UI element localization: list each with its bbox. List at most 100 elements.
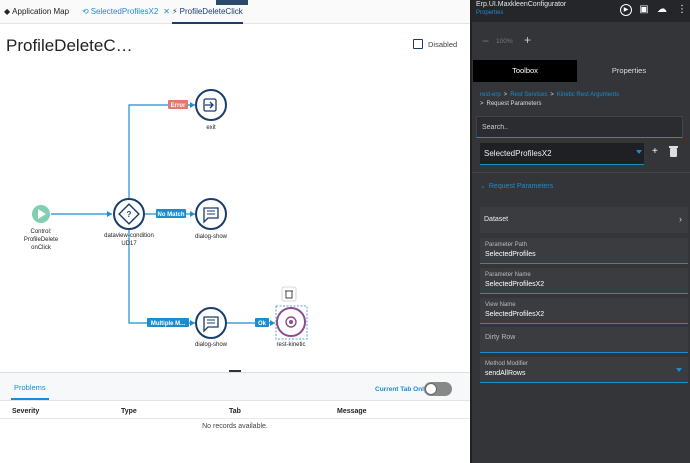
panel-resize-handle[interactable] [229, 370, 241, 372]
search-input[interactable] [476, 116, 683, 138]
app-title: Erp.UI.MaxkleenConfigurator [476, 1, 567, 8]
field-value: SelectedProfilesX2 [485, 311, 545, 318]
svg-text:ProfileDelete: ProfileDelete [24, 237, 59, 243]
preview-icon[interactable]: ▶ [620, 4, 632, 16]
breadcrumb-item[interactable]: rest-erp [480, 92, 501, 98]
arrow-head [190, 211, 195, 217]
edge-error [128, 104, 195, 200]
current-tab-only-label: Current Tab Only [375, 386, 428, 393]
toggle-knob [425, 383, 437, 395]
svg-text:?: ? [127, 210, 132, 219]
method-modifier-select[interactable]: Method Modifier sendAllRows [480, 357, 688, 383]
svg-text:exit: exit [206, 125, 216, 131]
tab-selected-profiles[interactable]: ⟲SelectedProfilesX2 ✕ [82, 7, 170, 24]
dialog-node[interactable]: dialog-show [195, 307, 228, 348]
column-type[interactable]: Type [121, 408, 137, 415]
section-header-request-parameters[interactable]: ⌄Request Parameters [480, 182, 553, 190]
close-icon[interactable]: ✕ [163, 7, 170, 16]
link-icon: ⟲ [82, 7, 89, 16]
breadcrumb: rest-erp>Rest Services>Kinetic Rest Argu… [480, 92, 620, 107]
svg-text:Multiple M...: Multiple M... [151, 321, 186, 327]
current-tab-only-toggle[interactable] [424, 382, 452, 396]
parameter-name-field[interactable]: Parameter Name SelectedProfilesX2 [480, 268, 688, 294]
field-label: Parameter Name [485, 272, 531, 278]
disabled-checkbox[interactable] [413, 39, 423, 49]
play-icon [38, 209, 46, 219]
section-title: Request Parameters [488, 183, 554, 190]
field-label: Parameter Path [485, 242, 528, 248]
breadcrumb-item[interactable]: Rest Services [510, 92, 548, 98]
svg-text:Ok: Ok [258, 321, 267, 327]
svg-text:No Match: No Match [158, 212, 185, 218]
feedback-tab[interactable] [216, 0, 248, 5]
breadcrumb-current: Request Parameters [486, 101, 542, 107]
rest-kinetic-node[interactable]: rest-kinetic [275, 286, 308, 348]
tab-label: ProfileDeleteClick [179, 7, 243, 16]
edge-label-multiple[interactable]: Multiple M... [147, 318, 189, 327]
view-select-value: SelectedProfilesX2 [484, 149, 552, 158]
field-label: View Name [485, 302, 516, 308]
tab-profile-delete-click[interactable]: ⚡ProfileDeleteClick [172, 7, 243, 24]
flow-canvas[interactable]: ProfileDeleteC… Disabled [0, 25, 470, 371]
event-icon: ⚡ [172, 7, 178, 16]
tab-label: SelectedProfilesX2 [90, 7, 159, 16]
designer-pane: ◆Application Map ⟲SelectedProfilesX2✕ ⚡P… [0, 0, 470, 430]
svg-text:dialog-show: dialog-show [195, 234, 228, 240]
properties-pane: Erp.UI.MaxkleenConfigurator Properties ▶… [470, 0, 690, 463]
svg-text:dataview-condition: dataview-condition [104, 233, 154, 239]
field-value: SelectedProfilesX2 [485, 281, 545, 288]
tab-toolbox[interactable]: Toolbox [473, 60, 577, 82]
view-name-field[interactable]: View Name SelectedProfilesX2 [480, 298, 688, 324]
chevron-right-icon: › [679, 214, 682, 224]
pane-tabs: Toolbox Properties [472, 60, 690, 82]
exit-icon [203, 98, 217, 112]
problems-toolbar: Problems Current Tab Only [0, 373, 470, 401]
diamond-icon [118, 203, 140, 225]
divider [0, 418, 470, 419]
empty-message: No records available. [202, 423, 268, 430]
svg-text:Control:: Control: [30, 229, 51, 235]
control-node[interactable]: Control: ProfileDelete onClick [24, 205, 59, 251]
svg-text:rest-kinetic: rest-kinetic [276, 342, 305, 348]
dialog-node[interactable]: dialog-show [195, 198, 228, 240]
tab-label: Application Map [12, 7, 70, 16]
zoom-controls: − 100% + [472, 22, 690, 60]
dataset-row[interactable]: Dataset › [480, 207, 688, 233]
layers-icon: ◆ [4, 7, 11, 16]
edge-label-ok[interactable]: Ok [255, 318, 269, 327]
zoom-out-button[interactable]: − [482, 34, 490, 48]
save-icon[interactable]: ▣ [639, 4, 649, 15]
zoom-in-button[interactable]: + [524, 33, 532, 47]
add-icon[interactable]: + [652, 146, 658, 157]
delete-node-button[interactable] [281, 286, 297, 302]
edge-label-no-match[interactable]: No Match [156, 209, 186, 218]
app-subtitle[interactable]: Properties [476, 10, 504, 16]
condition-node[interactable]: ? dataview-condition UD17 [104, 198, 154, 247]
edge-label-error[interactable]: Error [168, 100, 188, 109]
exit-node[interactable]: exit [195, 89, 227, 131]
disabled-label: Disabled [428, 39, 458, 49]
edge-multiple-match [128, 230, 195, 324]
tab-problems[interactable]: Problems [11, 383, 49, 400]
svg-text:Error: Error [171, 103, 186, 109]
tab-application-map[interactable]: ◆Application Map [4, 7, 69, 24]
page-title: ProfileDeleteC… [6, 36, 133, 55]
breadcrumb-item[interactable]: Kinetic Rest Arguments [556, 92, 620, 98]
field-label: Dirty Row [485, 334, 516, 341]
more-icon[interactable]: ⋮ [677, 4, 687, 15]
parameter-path-field[interactable]: Parameter Path SelectedProfiles [480, 238, 688, 264]
arrow-head [270, 320, 275, 326]
field-value: sendAllRows [485, 370, 526, 377]
trash-icon[interactable] [669, 146, 678, 157]
message-icon [203, 316, 219, 333]
column-message[interactable]: Message [337, 408, 367, 415]
upload-icon[interactable]: ☁ [657, 4, 667, 15]
dirty-row-field[interactable]: Dirty Row [480, 327, 688, 353]
column-severity[interactable]: Severity [12, 408, 40, 415]
chevron-down-icon: ⌄ [480, 183, 486, 190]
tab-properties[interactable]: Properties [611, 66, 647, 75]
svg-text:onClick: onClick [31, 245, 52, 251]
view-select[interactable]: SelectedProfilesX2 [480, 143, 644, 165]
column-tab[interactable]: Tab [229, 408, 241, 415]
disabled-toggle[interactable]: Disabled [413, 39, 457, 49]
